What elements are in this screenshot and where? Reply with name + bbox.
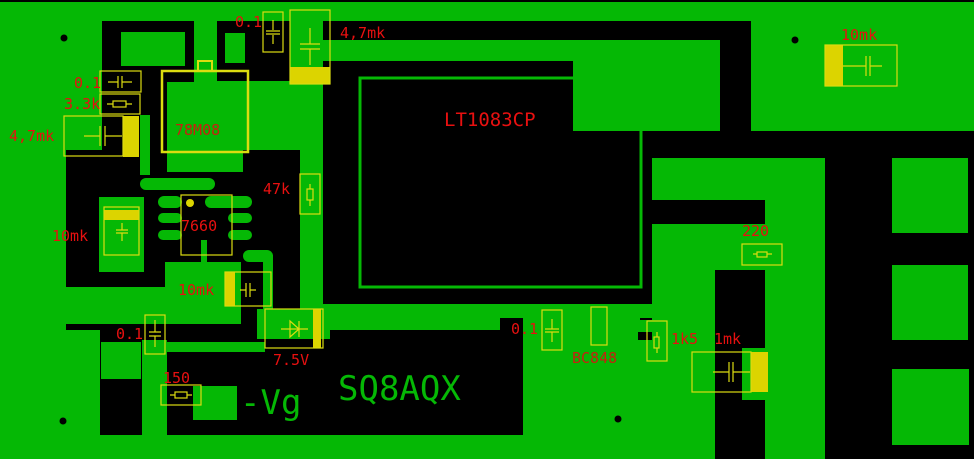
label-c-left1: 0.1 <box>74 74 101 92</box>
label-c-10mk-b: 10mk <box>178 281 214 299</box>
r-150[interactable] <box>160 384 202 406</box>
label-q-bc848: BC848 <box>572 349 617 367</box>
label-c-10mk-top: 10mk <box>841 26 877 44</box>
electrolytic-capacitor-icon <box>84 126 122 146</box>
c-top[interactable] <box>262 11 284 53</box>
label-c-1mk: 1mk <box>714 330 741 348</box>
c-10mk-a[interactable] <box>103 206 140 256</box>
u-7660[interactable] <box>180 194 233 256</box>
electrolytic-capacitor-icon <box>843 56 882 76</box>
d-zener[interactable] <box>264 308 324 349</box>
r-left[interactable] <box>99 93 141 115</box>
r-220[interactable] <box>741 243 783 266</box>
label-u-7660: 7660 <box>181 217 217 235</box>
c-top-big[interactable] <box>289 9 331 85</box>
capacitor-icon <box>108 76 132 88</box>
electrolytic-capacitor-icon <box>116 223 128 241</box>
c-left-big[interactable] <box>63 115 139 157</box>
c-10mk-b[interactable] <box>224 271 272 307</box>
label-u-reg: 78M08 <box>175 121 220 139</box>
capacitor-icon <box>149 320 161 347</box>
electrolytic-capacitor-icon <box>300 28 320 65</box>
label-d-zener: 7.5V <box>273 351 309 369</box>
lt1083-outline <box>358 76 643 289</box>
label-c-top-big: 4,7mk <box>340 24 385 42</box>
u-78m08[interactable] <box>160 60 250 154</box>
label-c-top: 0.1 <box>235 13 262 31</box>
r-1k5[interactable] <box>646 320 668 362</box>
label-c-left-big: 4,7mk <box>9 127 54 145</box>
label-r-left: 3.3k <box>64 95 100 113</box>
designators: 0.1 4,7mk 0.1 3.3k 4,7mk 78M08 47k 10mk … <box>9 13 877 387</box>
board-title: SQ8AQX <box>338 369 461 409</box>
label-r-150: 150 <box>163 369 190 387</box>
c-1mk[interactable] <box>691 351 768 393</box>
c-bottom[interactable] <box>144 314 166 355</box>
q-bc848[interactable] <box>590 306 608 346</box>
drill-hole <box>791 36 799 44</box>
diode-icon <box>281 319 308 339</box>
label-r-47k: 47k <box>263 180 290 198</box>
drill-hole <box>60 34 68 42</box>
capacitor-icon <box>266 20 280 44</box>
drill-hole <box>59 417 67 425</box>
label-c-right: 0.1 <box>511 320 538 338</box>
r-47k[interactable] <box>299 173 321 215</box>
c-right[interactable] <box>541 309 563 351</box>
capacitor-icon <box>545 319 559 342</box>
electrolytic-capacitor-icon <box>713 362 750 382</box>
label-r-1k5: 1k5 <box>671 330 698 348</box>
mounting-holes <box>59 34 799 425</box>
c-10mk-top[interactable] <box>824 44 898 87</box>
drill-hole <box>614 415 622 423</box>
pin1-marker <box>186 199 194 207</box>
c-left1[interactable] <box>99 70 142 93</box>
label-c-bottom: 0.1 <box>116 325 143 343</box>
electrolytic-capacitor-icon <box>240 283 256 297</box>
label-r-220: 220 <box>742 222 769 240</box>
net-label-vg: -Vg <box>240 383 301 423</box>
label-u-main: LT1083CP <box>444 109 536 131</box>
label-c-10mk-a: 10mk <box>52 227 88 245</box>
